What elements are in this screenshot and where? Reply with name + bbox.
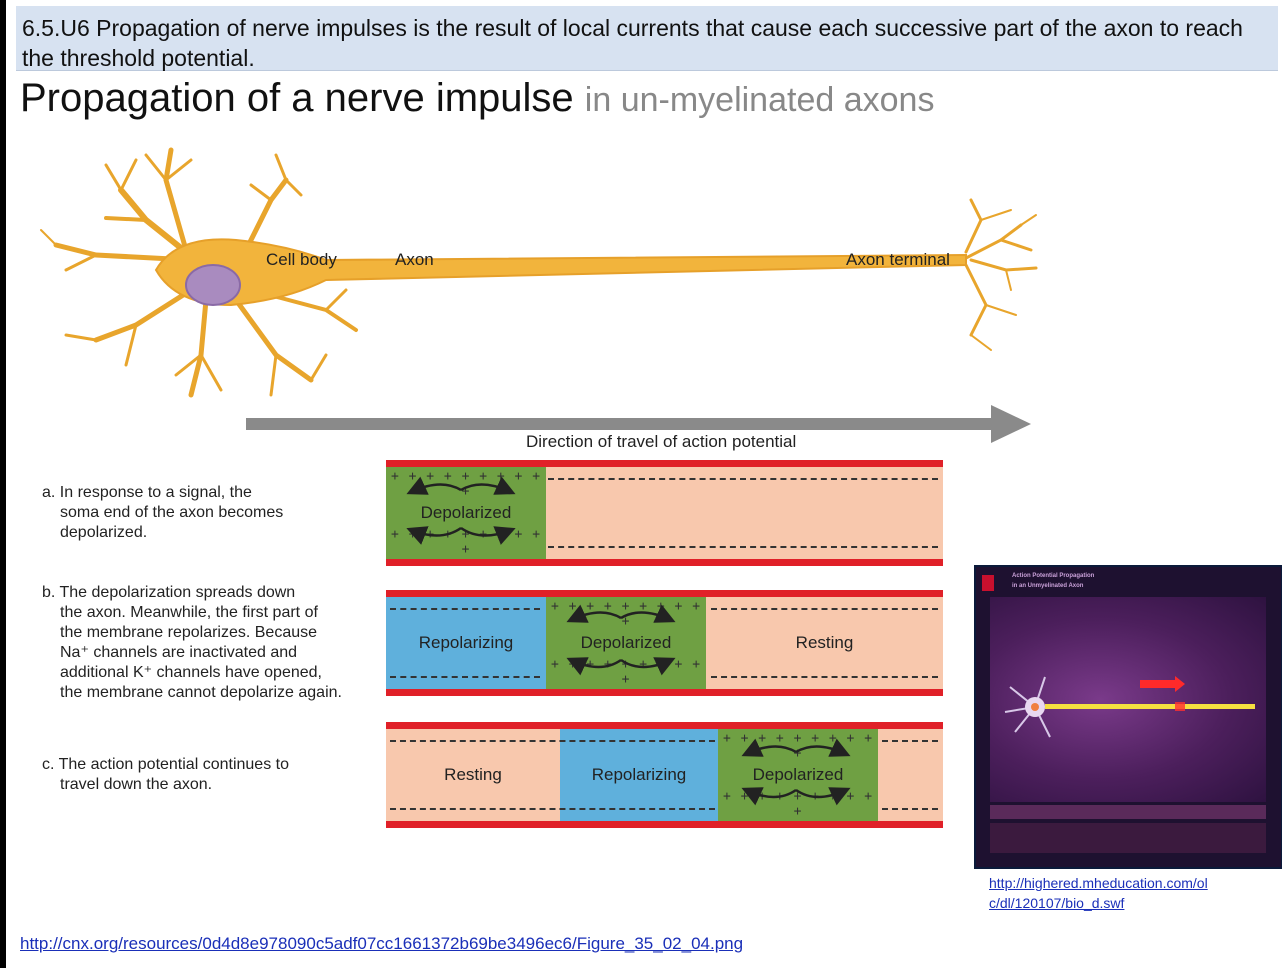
step-c-description: c. The action potential continues to tra… [42, 755, 289, 795]
step-b-letter: b. [42, 584, 56, 601]
step-b-line: additional K⁺ channels have opened, [60, 664, 322, 681]
step-b-line: the axon. Meanwhile, the first part of [60, 604, 318, 621]
thumbnail-title: Action Potential Propagation [1012, 573, 1095, 579]
resting-region: Resting [386, 729, 560, 821]
depolarized-region: + + + + + + + + + + Depolarized + + + + … [718, 729, 878, 821]
depolarized-label: Depolarized [580, 633, 672, 652]
negative-charges-bottom [390, 808, 715, 810]
step-a-line: depolarized. [60, 524, 148, 541]
animation-thumbnail[interactable]: Action Potential Propagation in an Unmye… [974, 565, 1282, 869]
thumbnail-subtitle: in an Unmyelinated Axon [1012, 583, 1084, 589]
positive-charges-bottom: + + + + + + + + + + [550, 657, 702, 687]
step-c-line: travel down the axon. [60, 776, 213, 793]
axon-strip-a: + + + + + + + + + + Depolarized + + + + … [386, 460, 943, 566]
negative-charges-top [390, 740, 715, 742]
resting-label: Resting [444, 765, 502, 784]
thumbnail-logo [982, 575, 994, 591]
slide: 6.5.U6 Propagation of nerve impulses is … [6, 0, 1282, 968]
negative-charges-bottom [711, 676, 938, 678]
animation-link-line2[interactable]: c/dl/120107/bio_d.swf [989, 895, 1125, 911]
negative-charges-bottom [882, 808, 938, 810]
animation-controls[interactable] [990, 805, 1266, 819]
membrane-bottom [386, 559, 943, 566]
neuron-illustration [40, 147, 1038, 398]
step-a-letter: a. [42, 484, 56, 501]
source-link[interactable]: http://cnx.org/resources/0d4d8e978090c5a… [20, 934, 744, 953]
positive-charges-bottom: + + + + + + + + + + [722, 789, 874, 819]
positive-charges-top: + + + + + + + + + + [390, 469, 542, 499]
membrane-top [386, 590, 943, 597]
negative-charges-top [882, 740, 938, 742]
step-b-line: the membrane repolarizes. Because [60, 624, 318, 641]
negative-charges-bottom [390, 676, 540, 678]
title-main: Propagation of a nerve impulse [20, 76, 574, 120]
depolarized-region: + + + + + + + + + + Depolarized + + + + … [546, 597, 706, 689]
cell-body-label: Cell body [266, 250, 337, 269]
step-a-description: a. In response to a signal, the soma end… [42, 483, 283, 543]
axon-strip-b: Repolarizing + + + + + + + + + + Depolar… [386, 590, 943, 696]
animation-link-line1[interactable]: http://highered.mheducation.com/ol [989, 875, 1208, 891]
step-c-letter: c. [42, 756, 55, 773]
negative-charges-top [548, 478, 938, 480]
membrane-top [386, 460, 943, 467]
animated-neuron [1004, 676, 1255, 738]
direction-arrow [246, 405, 1031, 443]
step-c-line: The action potential continues to [58, 756, 289, 773]
banner-text: 6.5.U6 Propagation of nerve impulses is … [22, 15, 1243, 71]
depolarized-region: + + + + + + + + + + Depolarized + + + + … [386, 467, 546, 559]
membrane-bottom [386, 821, 943, 828]
positive-charges-top: + + + + + + + + + + [550, 599, 702, 629]
step-b-line: The depolarization spreads down [59, 584, 296, 601]
negative-charges-bottom [548, 546, 938, 548]
axon-label: Axon [395, 250, 434, 269]
resting-region: Resting [706, 597, 943, 689]
negative-charges-top [711, 608, 938, 610]
step-a-line: soma end of the axon becomes [60, 504, 284, 521]
resting-region [878, 729, 943, 821]
negative-charges-top [390, 608, 540, 610]
animation-caption-box [990, 823, 1266, 853]
resting-label: Resting [795, 633, 854, 652]
axon-terminal-label: Axon terminal [846, 250, 950, 269]
step-b-description: b. The depolarization spreads down the a… [42, 583, 342, 703]
header-banner: 6.5.U6 Propagation of nerve impulses is … [16, 6, 1278, 71]
membrane-bottom [386, 689, 943, 696]
depolarized-label: Depolarized [420, 503, 512, 522]
repolarizing-label: Repolarizing [418, 633, 514, 652]
depolarized-label: Depolarized [752, 765, 844, 784]
step-b-line: Na⁺ channels are inactivated and [60, 644, 298, 661]
repolarizing-region: Repolarizing [560, 729, 718, 821]
step-b-line: the membrane cannot depolarize again. [60, 684, 342, 701]
animation-stage [990, 597, 1266, 802]
repolarizing-region: Repolarizing [386, 597, 546, 689]
slide-title: Propagation of a nerve impulse in un-mye… [20, 76, 934, 121]
step-a-line: In response to a signal, the [59, 484, 252, 501]
positive-charges-bottom: + + + + + + + + + + [390, 527, 542, 557]
repolarizing-label: Repolarizing [591, 765, 687, 784]
membrane-top [386, 722, 943, 729]
title-sub: in un-myelinated axons [584, 81, 935, 119]
positive-charges-top: + + + + + + + + + + [722, 731, 874, 761]
axon-strip-c: Resting Repolarizing + + + + + + + + + +… [386, 722, 943, 828]
direction-label: Direction of travel of action potential [526, 432, 797, 451]
